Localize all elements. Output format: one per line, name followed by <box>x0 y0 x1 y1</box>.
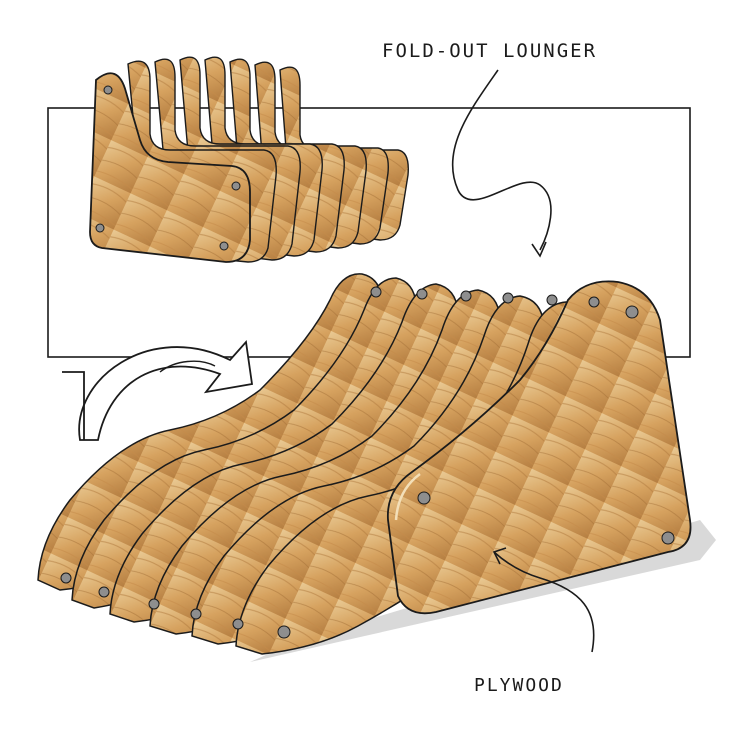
material-leader-arrowhead <box>492 547 507 565</box>
connecting-bolts <box>60 286 675 639</box>
folded-bolt <box>219 241 229 251</box>
unfolded-lounger-illustration <box>37 273 716 662</box>
title-leader-arrowhead <box>531 241 547 258</box>
unfolded-front-panel <box>387 280 692 615</box>
title-annotation: FOLD-OUT LOUNGER <box>382 40 598 62</box>
unfolded-slats <box>37 273 591 655</box>
material-annotation: PLYWOOD <box>474 675 564 696</box>
title-leader-line <box>451 69 552 251</box>
folded-bolt <box>103 85 113 95</box>
folded-bolt <box>231 181 241 191</box>
folded-lounger-illustration <box>89 56 409 263</box>
material-leader-line <box>493 551 595 653</box>
folded-front-panel <box>89 72 251 263</box>
folded-bolt <box>95 223 105 233</box>
curved-arrow-icon <box>62 339 254 441</box>
panel-edge-highlight <box>394 472 421 521</box>
